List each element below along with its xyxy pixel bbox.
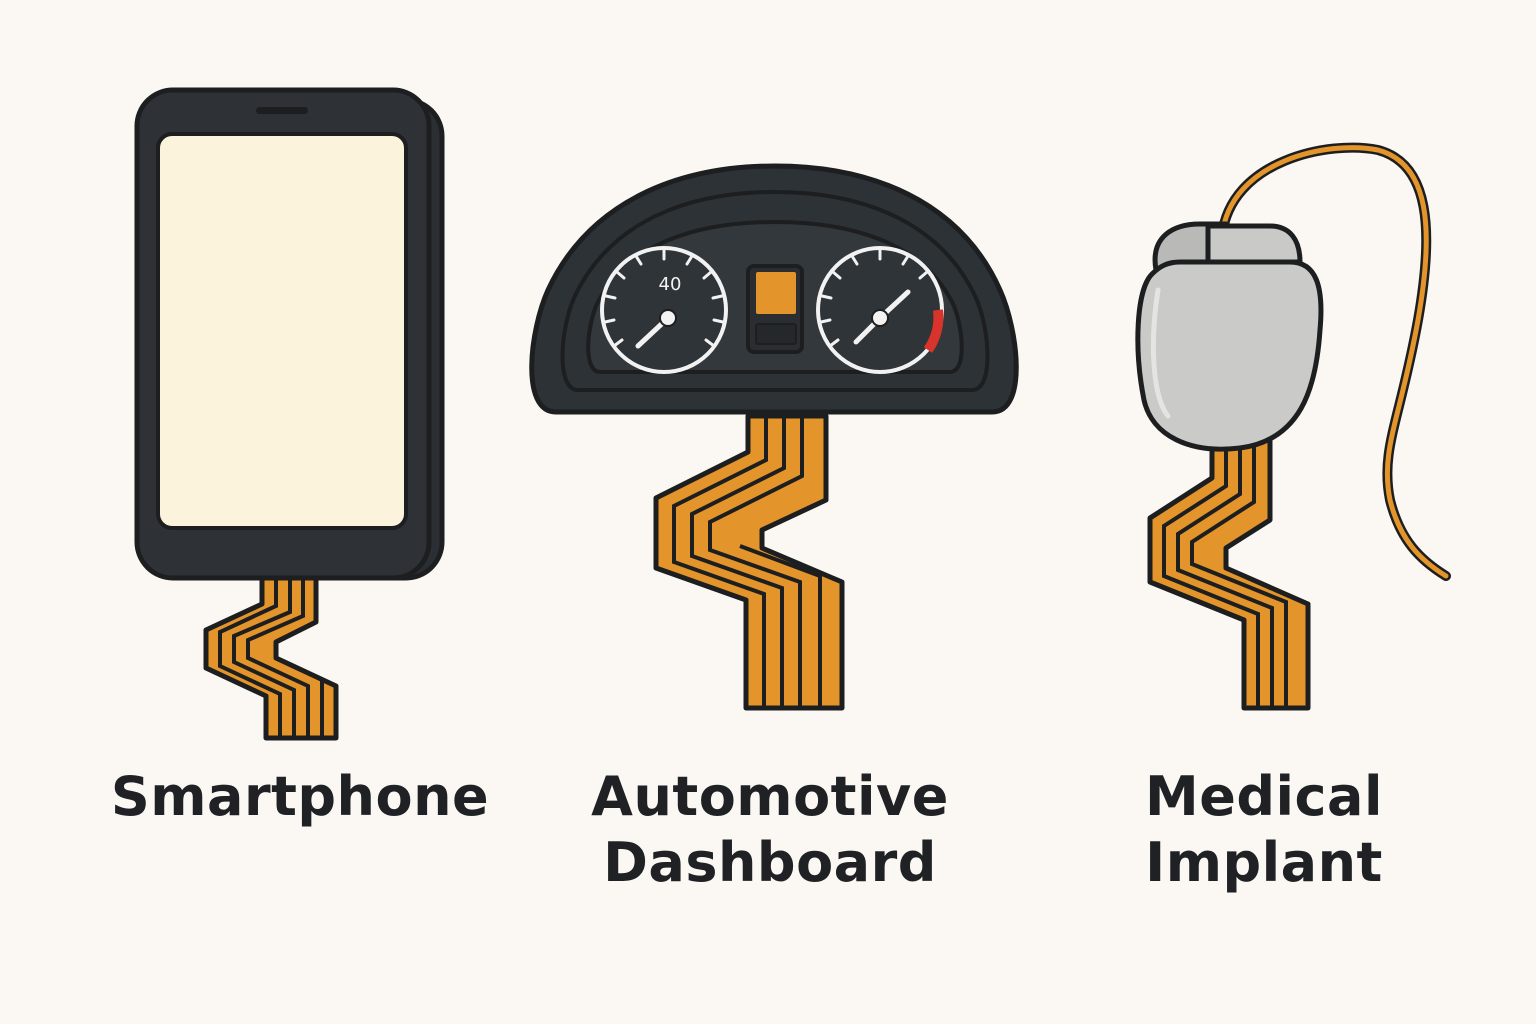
medical-implant-label-line-2: Implant xyxy=(1145,831,1383,894)
pacemaker-icon xyxy=(1135,142,1451,711)
medical-implant-label-line-1: Medical xyxy=(1145,765,1383,828)
smartphone-label-line-1: Smartphone xyxy=(110,765,490,828)
smartphone-label: Smartphone xyxy=(100,764,500,830)
gauge-reading-label: 40 xyxy=(659,274,682,295)
automotive-dashboard-label: Automotive Dashboard xyxy=(570,764,970,896)
speedometer-gauge: 40 xyxy=(600,246,728,374)
medical-implant-label: Medical Implant xyxy=(1064,764,1464,896)
redline-zone xyxy=(923,309,944,353)
dashboard-flex-cable xyxy=(653,413,845,711)
smartphone-flex-cable xyxy=(203,575,339,741)
dashboard-icon: 40 xyxy=(529,163,1019,711)
automotive-dashboard-label-line-2: Dashboard xyxy=(603,831,937,894)
automotive-dashboard-label-line-1: Automotive xyxy=(591,765,949,828)
tachometer-gauge xyxy=(816,246,944,374)
implant-flex-cable xyxy=(1147,437,1311,711)
smartphone-icon xyxy=(134,87,445,741)
center-indicator xyxy=(746,264,804,354)
implant-body xyxy=(1135,259,1324,452)
smartphone-screen xyxy=(156,132,408,530)
